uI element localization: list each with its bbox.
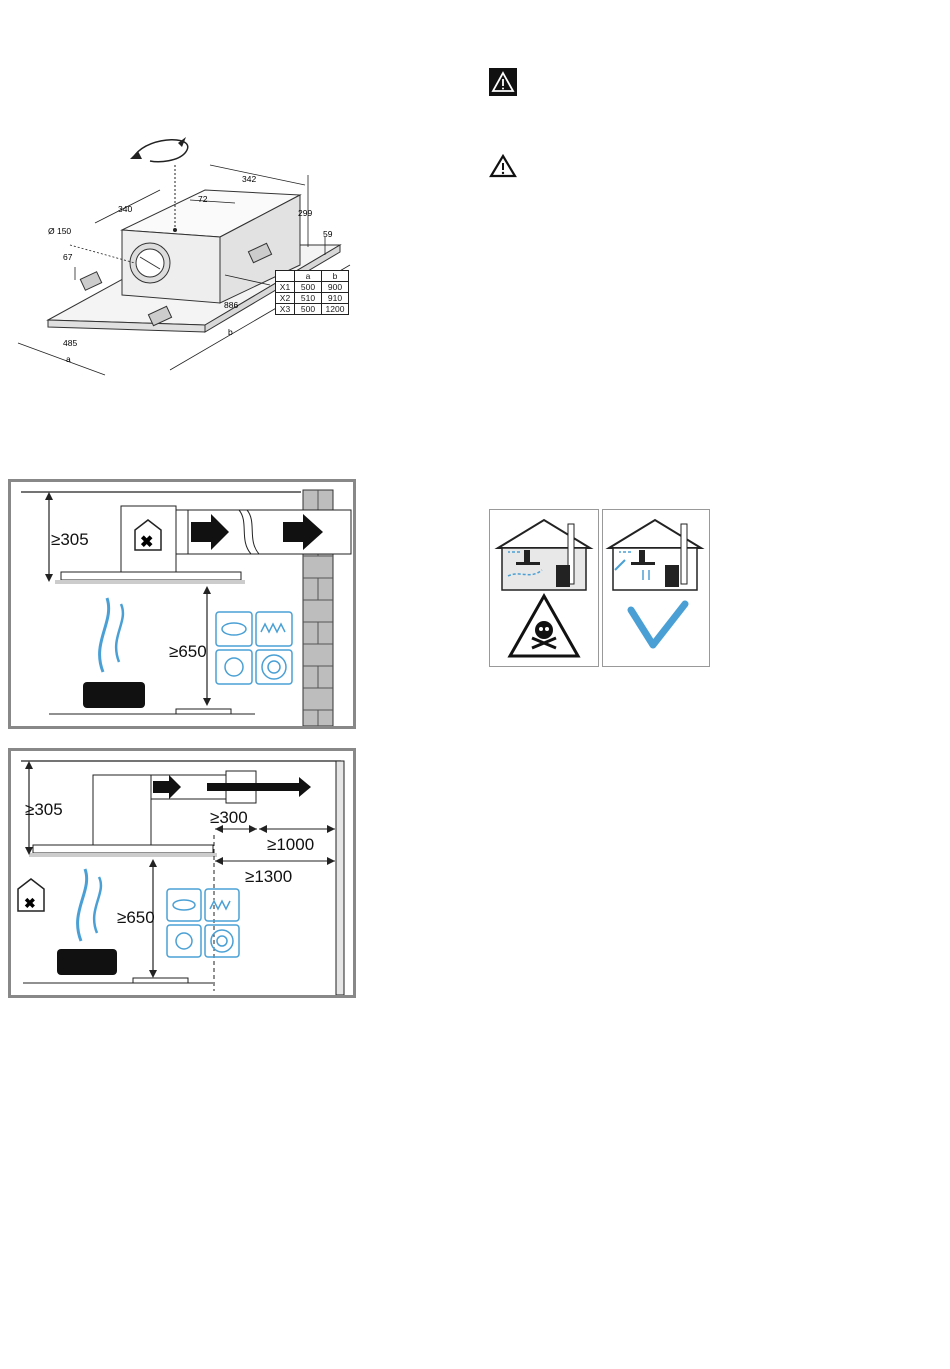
dimension-table: a b X1 500 900 X2 510 910 X3 500 1200: [275, 270, 349, 315]
table-row: a b: [276, 271, 349, 282]
hob-gap-label: ≥650: [169, 642, 207, 661]
hob-type-icons-2: [167, 889, 239, 957]
table-row: X2 510 910: [276, 293, 349, 304]
installation-panel-distance: ≥305 ≥300 ≥1000 ≥1300 ≥650 ✖: [8, 748, 356, 998]
table-row: X3 500 1200: [276, 304, 349, 315]
dim-67: 67: [63, 252, 73, 262]
table-row: X1 500 900: [276, 282, 349, 293]
dim-diameter: Ø 150: [48, 226, 71, 236]
dim-72: 72: [198, 194, 208, 204]
dim-340: 340: [118, 204, 132, 214]
dim-b: b: [228, 327, 233, 337]
correct-installation-pictogram: [602, 509, 710, 667]
hob-type-icons: [216, 612, 292, 684]
wrong-installation-pictogram: [489, 509, 599, 667]
dim-886: 886: [224, 300, 238, 310]
warning-filled-icon: [489, 68, 519, 96]
svg-text:✖: ✖: [140, 534, 153, 551]
wall-gap-1000-label: ≥1000: [267, 835, 314, 854]
ceiling-gap-label: ≥305: [51, 530, 89, 549]
dim-a: a: [66, 354, 71, 364]
skull-warning-icon: [510, 596, 578, 656]
house-no-recirculation-icon-2: ✖: [18, 879, 44, 911]
checkmark-icon: [631, 604, 685, 645]
warning-outline-icon: [489, 154, 517, 180]
wall-gap-1300-label: ≥1300: [245, 867, 292, 886]
installation-panel-wall-duct: ✖ ≥305 ≥650: [8, 479, 356, 729]
duct-gap-label: ≥300: [210, 808, 248, 827]
ceiling-gap-label-2: ≥305: [25, 800, 63, 819]
dim-485: 485: [63, 338, 77, 348]
dim-59: 59: [323, 229, 333, 239]
hob-gap-label-2: ≥650: [117, 908, 155, 927]
hood-dimension-drawing: 340 342 72 299 59 Ø 150 67 886 485 a b: [10, 125, 360, 390]
svg-text:✖: ✖: [24, 895, 36, 911]
dim-342: 342: [242, 174, 256, 184]
dim-299: 299: [298, 208, 312, 218]
